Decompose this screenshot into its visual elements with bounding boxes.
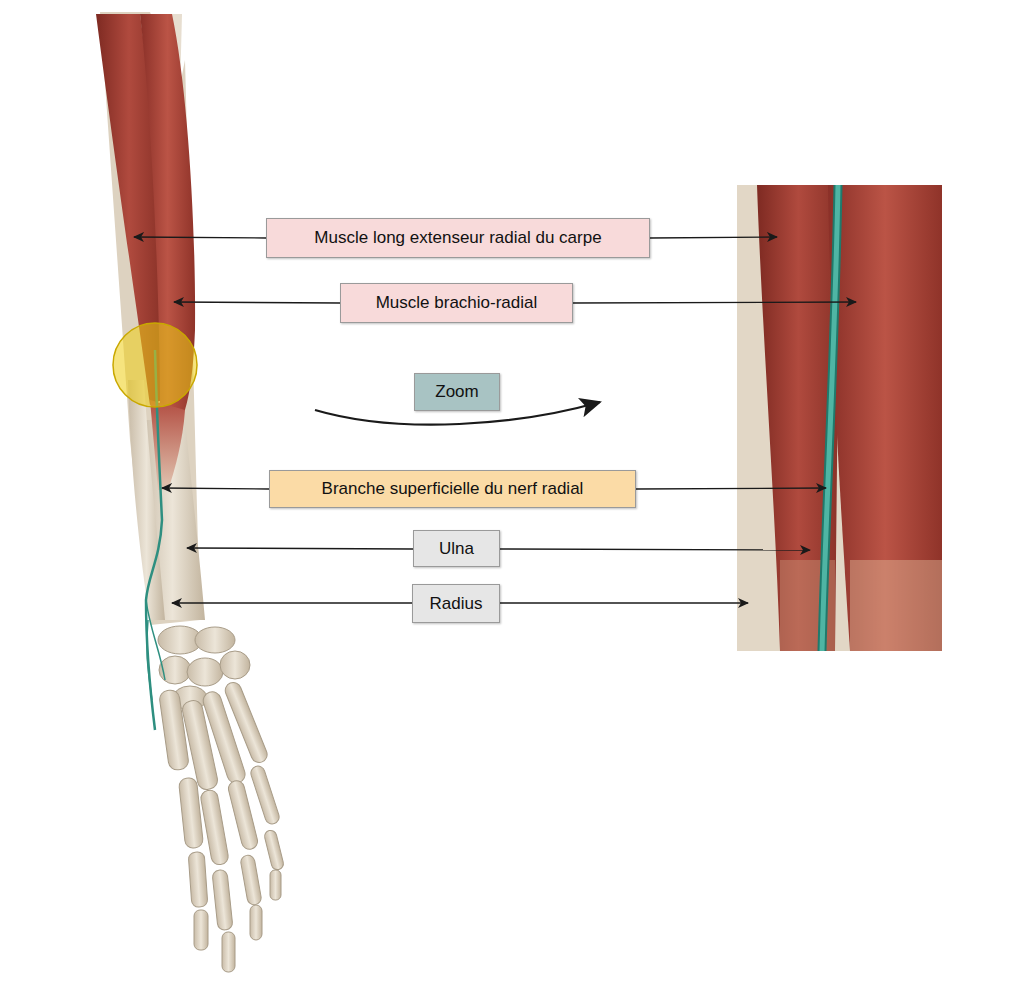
hand-bones (158, 626, 285, 972)
label-text: Branche superficielle du nerf radial (322, 479, 584, 499)
label-text: Muscle brachio-radial (376, 293, 538, 313)
forearm-left (96, 12, 205, 625)
label-text: Muscle long extenseur radial du carpe (314, 228, 601, 248)
label-text: Ulna (439, 539, 474, 559)
forearm-zoom (737, 185, 942, 651)
bone-label: Radius (412, 584, 500, 623)
bone-label: Ulna (413, 530, 500, 567)
label-text: Zoom (435, 382, 478, 402)
zoom-label: Zoom (414, 373, 500, 411)
zoom-highlight (113, 323, 197, 407)
nerve-label: Branche superficielle du nerf radial (269, 470, 636, 508)
leader-lines (134, 237, 856, 603)
label-text: Radius (430, 594, 483, 614)
muscle-label: Muscle brachio-radial (340, 283, 573, 323)
muscle-label: Muscle long extenseur radial du carpe (266, 218, 650, 258)
